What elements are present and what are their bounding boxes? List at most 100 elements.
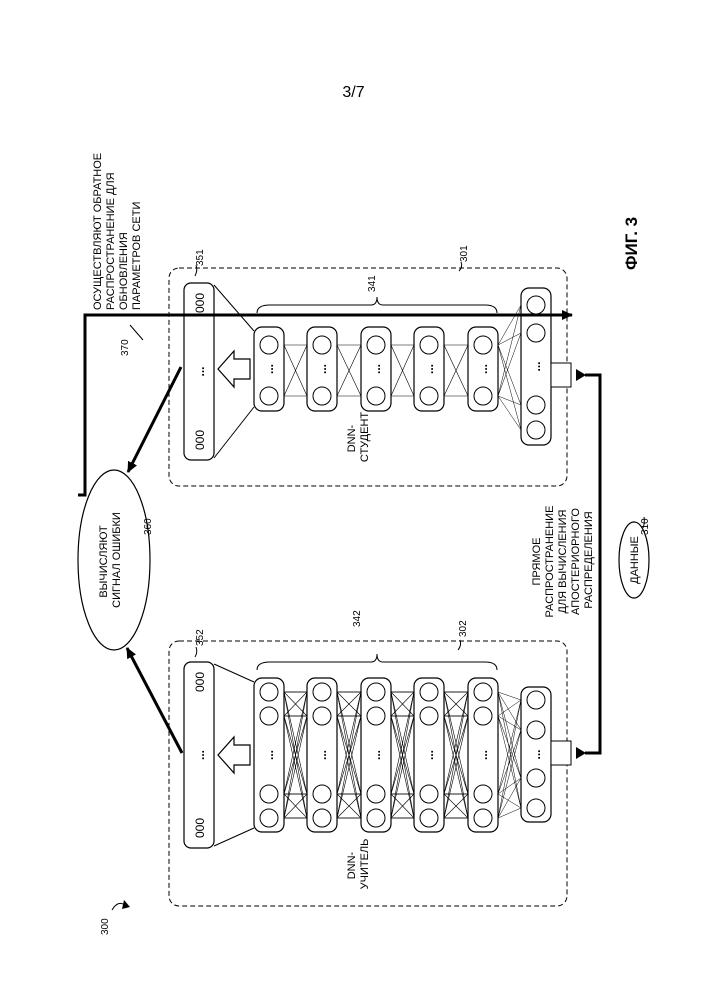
forward-prop-label: ПРЯМОЕ РАСПРОСТРАНЕНИЕ ДЛЯ ВЫЧИСЛЕНИЯ АП… <box>531 503 595 618</box>
connection-line <box>498 305 521 396</box>
projection-line <box>214 664 254 682</box>
output-direction-arrow <box>218 351 250 387</box>
error-ref: 360 <box>143 518 154 535</box>
neuron <box>474 707 492 725</box>
output-node-text: 000 <box>193 672 207 692</box>
input-neuron <box>527 396 545 414</box>
data-label: ДАННЫЕ <box>629 536 641 584</box>
input-tab <box>551 741 571 765</box>
neuron <box>260 785 278 803</box>
neuron <box>260 387 278 405</box>
figure-ref: 300 <box>100 918 111 935</box>
connection-line <box>498 692 521 778</box>
neuron <box>367 785 385 803</box>
neuron <box>420 336 438 354</box>
data-to-teacher-arrowhead <box>576 747 586 759</box>
connection-line <box>498 345 521 405</box>
input-neuron <box>527 721 545 739</box>
student-label: DNN- СТУДЕНТ <box>346 412 371 463</box>
backprop-label: ОСУЩЕСТВЛЯЮТ ОБРАТНОЕ РАСПРОСТРАНЕНИЕ ДЛ… <box>92 150 143 310</box>
hidden-layers-brace <box>257 654 497 670</box>
projection-line <box>214 828 254 846</box>
student-network: .................. 000 000... <box>184 283 571 460</box>
input-neuron <box>527 296 545 314</box>
connection-line <box>498 396 521 405</box>
layer-ellipsis: ... <box>369 364 383 374</box>
input-neuron <box>527 799 545 817</box>
neuron <box>420 809 438 827</box>
neuron <box>474 387 492 405</box>
output-node-text: 000 <box>193 818 207 838</box>
student-output-ref: 351 <box>195 249 206 266</box>
neuron <box>474 809 492 827</box>
connection-line <box>498 345 521 430</box>
backprop-ref: 370 <box>120 339 131 356</box>
output-ellipsis: ... <box>193 366 207 376</box>
figure-ref-arrowhead <box>122 900 130 909</box>
student-box-ref-leader <box>459 262 462 271</box>
backprop-ref-leader <box>130 325 143 340</box>
neuron <box>260 336 278 354</box>
connection-line <box>498 692 521 730</box>
neuron <box>420 683 438 701</box>
neuron <box>313 336 331 354</box>
layer-ellipsis: ... <box>262 750 276 760</box>
layer-ellipsis: ... <box>422 750 436 760</box>
output-ellipsis: ... <box>193 750 207 760</box>
input-neuron <box>527 691 545 709</box>
layer-ellipsis: ... <box>369 750 383 760</box>
hidden-layers-brace <box>257 297 497 313</box>
neuron <box>313 707 331 725</box>
connection-line <box>498 700 521 818</box>
teacher-output-ref: 352 <box>195 629 206 646</box>
teacher-output-to-error-arrow <box>127 648 182 753</box>
neuron <box>313 785 331 803</box>
neuron <box>313 683 331 701</box>
connection-line <box>498 700 521 794</box>
projection-line <box>214 407 254 458</box>
neuron <box>367 336 385 354</box>
teacher-output-ref-leader <box>195 647 197 657</box>
connection-line <box>498 396 521 430</box>
layer-ellipsis: ... <box>262 364 276 374</box>
input-neuron <box>527 769 545 787</box>
input-neuron <box>527 324 545 342</box>
figure-label: ФИГ. 3 <box>622 217 641 270</box>
neuron <box>313 809 331 827</box>
input-ellipsis: ... <box>529 361 543 371</box>
student-output-to-error-arrow <box>128 367 181 472</box>
neuron <box>420 707 438 725</box>
layer-ellipsis: ... <box>476 364 490 374</box>
projection-line <box>214 285 254 331</box>
neuron <box>367 707 385 725</box>
error-label: ВЫЧИСЛЯЮТ СИГНАЛ ОШИБКИ <box>98 512 123 608</box>
connection-line <box>498 692 521 808</box>
connection-line <box>498 692 521 700</box>
layer-ellipsis: ... <box>422 364 436 374</box>
neuron <box>474 683 492 701</box>
neuron <box>367 809 385 827</box>
data-to-student-arrowhead <box>576 369 586 381</box>
neuron <box>367 387 385 405</box>
layer-ellipsis: ... <box>315 364 329 374</box>
output-direction-arrow <box>218 737 250 773</box>
neuron <box>367 683 385 701</box>
teacher-label: DNN- УЧИТЕЛЬ <box>346 839 371 890</box>
output-node-text: 000 <box>193 293 207 313</box>
teacher-hidden-ref: 342 <box>352 610 363 627</box>
layer-ellipsis: ... <box>476 750 490 760</box>
output-node-text: 000 <box>193 430 207 450</box>
neuron <box>474 336 492 354</box>
data-ref: 310 <box>640 518 651 535</box>
neuron <box>260 809 278 827</box>
connection-line <box>498 808 521 818</box>
input-neuron <box>527 421 545 439</box>
teacher-network: ..................000000... <box>184 654 571 848</box>
student-box-ref: 301 <box>459 245 470 262</box>
neuron <box>313 387 331 405</box>
teacher-box-ref: 302 <box>458 620 469 637</box>
input-ellipsis: ... <box>529 749 543 759</box>
neuron <box>474 785 492 803</box>
neuron <box>420 785 438 803</box>
